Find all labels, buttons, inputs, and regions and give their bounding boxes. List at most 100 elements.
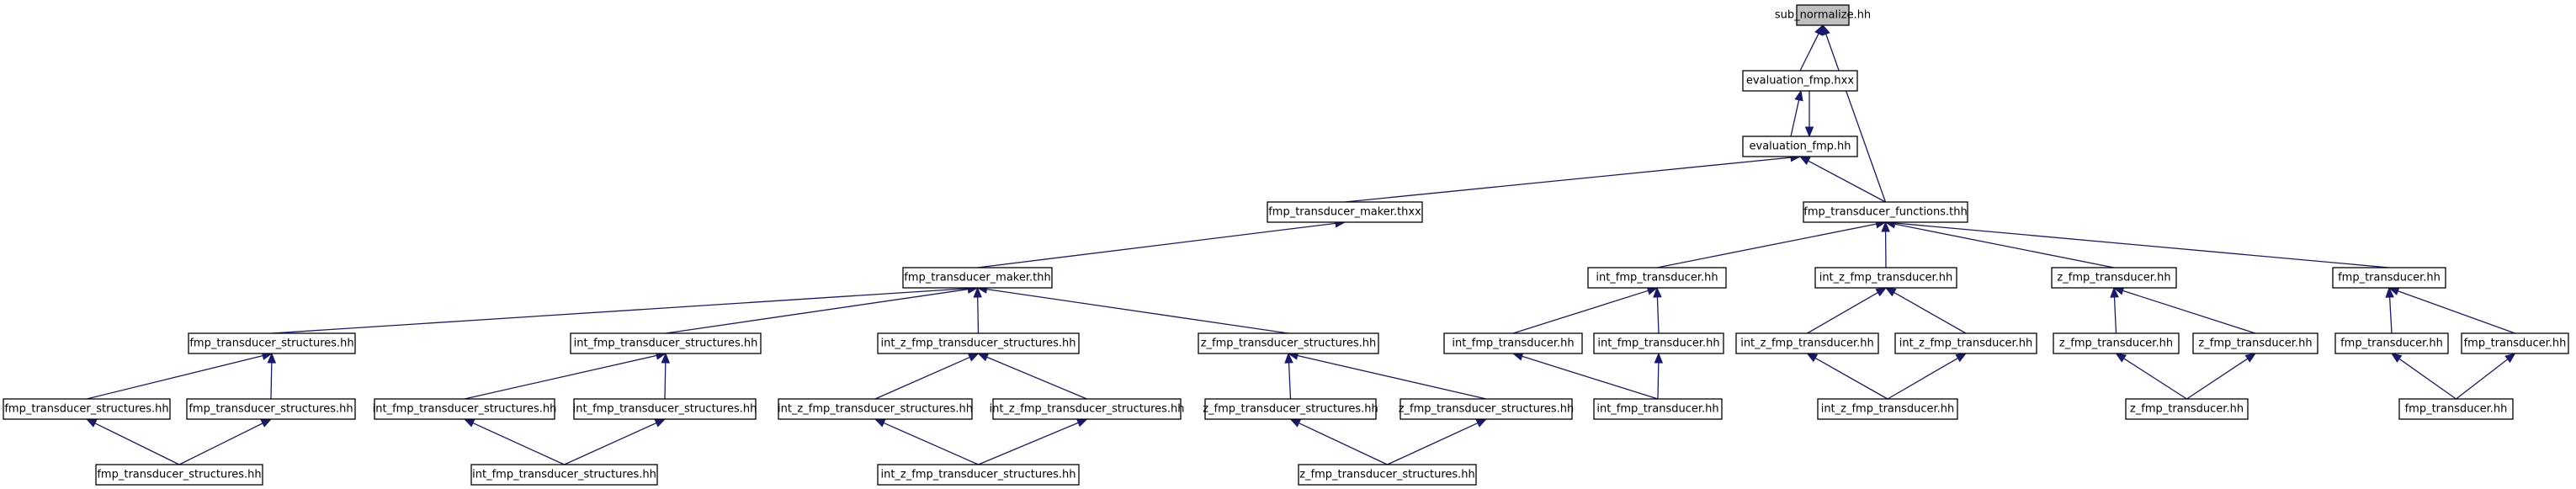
arrowhead (1076, 418, 1088, 428)
arrowhead (2244, 353, 2257, 363)
node-fmp-transducer-structures-hh[interactable]: fmp_transducer_structures.hh (95, 464, 263, 486)
node-label: int_fmp_transducer_structures.hh (472, 469, 656, 481)
node-int-fmp-transducer-structures-hh[interactable]: int_fmp_transducer_structures.hh (470, 464, 658, 486)
edge-z-fmp-transducer-structures-hh-to-z-fmp-transducer-structures-hh (1284, 352, 1293, 400)
node-fmp-transducer-structures-hh[interactable]: fmp_transducer_structures.hh (188, 332, 356, 354)
node-box (1735, 332, 1879, 354)
node-int-fmp-transducer-structures-hh[interactable]: int_fmp_transducer_structures.hh (573, 398, 757, 420)
node-fmp-transducer-hh[interactable]: fmp_transducer.hh (2461, 332, 2569, 354)
node-int-z-fmp-transducer-structures-hh[interactable]: int_z_fmp_transducer_structures.hh (778, 398, 973, 420)
node-int-fmp-transducer-hh[interactable]: int_fmp_transducer.hh (1587, 267, 1727, 289)
arrowhead (661, 352, 671, 364)
node-fmp-transducer-structures-hh[interactable]: fmp_transducer_structures.hh (3, 398, 171, 420)
node-fmp-transducer-maker-thh[interactable]: fmp_transducer_maker.thh (902, 267, 1053, 289)
node-int-z-fmp-transducer-hh[interactable]: int_z_fmp_transducer.hh (1814, 267, 1957, 289)
node-label: z_fmp_transducer_structures.hh (1201, 338, 1377, 350)
node-label: fmp_transducer_maker.thxx (1268, 206, 1421, 219)
node-label: int_z_fmp_transducer.hh (1899, 338, 2033, 350)
node-fmp-transducer-hh[interactable]: fmp_transducer.hh (2334, 332, 2449, 354)
edge-line (977, 222, 1336, 268)
node-box (2332, 267, 2446, 289)
edge-line (2456, 359, 2509, 400)
node-int-z-fmp-transducer-structures-hh[interactable]: int_z_fmp_transducer_structures.hh (877, 332, 1080, 354)
node-label: fmp_transducer_structures.hh (189, 338, 353, 350)
node-fmp-transducer-functions-thh[interactable]: fmp_transducer_functions.thh (1803, 201, 1968, 223)
node-label: int_fmp_transducer_structures.hh (573, 403, 757, 416)
node-label: int_z_fmp_transducer_structures.hh (880, 469, 1076, 481)
node-label: z_fmp_transducer_structures.hh (1399, 403, 1575, 416)
edge-fmp-transducer-structures-hh-to-fmp-transducer-structures-hh (85, 418, 180, 465)
node-box (1593, 332, 1724, 354)
edge-line (564, 422, 657, 465)
edge-z-fmp-transducer-hh-to-z-fmp-transducer-hh (2112, 286, 2256, 334)
node-z-fmp-transducer-hh[interactable]: z_fmp_transducer.hh (2125, 398, 2249, 420)
node-box (1400, 398, 1573, 420)
node-z-fmp-transducer-structures-hh[interactable]: z_fmp_transducer_structures.hh (1203, 398, 1378, 420)
node-z-fmp-transducer-structures-hh[interactable]: z_fmp_transducer_structures.hh (1399, 398, 1575, 420)
node-label: int_fmp_transducer.hh (1596, 272, 1718, 284)
node-int-fmp-transducer-hh[interactable]: int_fmp_transducer.hh (1593, 398, 1723, 420)
edge-z-fmp-transducer-structures-hh-to-z-fmp-transducer-structures-hh (1287, 351, 1487, 400)
edge-evaluation-fmp-hxx-to-evaluation-fmp-hh (1804, 91, 1814, 138)
node-label: int_z_fmp_transducer_structures.hh (880, 338, 1076, 350)
arrowhead (654, 418, 667, 428)
node-box (2192, 332, 2318, 354)
node-int-fmp-transducer-hh[interactable]: int_fmp_transducer.hh (1443, 332, 1583, 354)
node-int-z-fmp-transducer-hh[interactable]: int_z_fmp_transducer.hh (1735, 332, 1879, 354)
node-evaluation-fmp-hh[interactable]: evaluation_fmp.hh (1742, 136, 1858, 157)
node-label: int_fmp_transducer_structures.hh (373, 403, 557, 416)
node-evaluation-fmp-hxx[interactable]: evaluation_fmp.hxx (1742, 70, 1858, 92)
node-fmp-transducer-structures-hh[interactable]: fmp_transducer_structures.hh (186, 398, 356, 420)
node-int-fmp-transducer-structures-hh[interactable]: int_fmp_transducer_structures.hh (570, 332, 762, 354)
edge-line (1657, 362, 1660, 400)
node-label: fmp_transducer_functions.thh (1803, 206, 1967, 219)
node-fmp-transducer-hh[interactable]: fmp_transducer.hh (2332, 267, 2446, 289)
node-box (992, 398, 1182, 420)
edge-line (178, 423, 263, 465)
edge-line (1808, 160, 1886, 203)
arrowhead (2115, 353, 2127, 363)
node-fmp-transducer-maker-thxx[interactable]: fmp_transducer_maker.thxx (1267, 201, 1423, 223)
node-z-fmp-transducer-hh[interactable]: z_fmp_transducer.hh (2051, 267, 2177, 289)
node-z-fmp-transducer-hh[interactable]: z_fmp_transducer.hh (2192, 332, 2318, 354)
edge-line (1522, 355, 1659, 400)
edge-int-fmp-transducer-structures-hh-to-int-fmp-transducer-structures-hh (464, 351, 667, 400)
arrowhead (1881, 221, 1890, 232)
edge-line (271, 288, 969, 334)
node-int-z-fmp-transducer-hh[interactable]: int_z_fmp_transducer.hh (1894, 332, 2037, 354)
node-int-z-fmp-transducer-structures-hh[interactable]: int_z_fmp_transducer_structures.hh (989, 398, 1185, 420)
edge-int-fmp-transducer-hh-to-int-fmp-transducer-hh (1512, 286, 1659, 334)
node-label: fmp_transducer_maker.thh (904, 272, 1050, 284)
node-int-fmp-transducer-hh[interactable]: int_fmp_transducer.hh (1593, 332, 1724, 354)
edge-line (1887, 357, 1958, 400)
edge-line (977, 296, 980, 334)
node-box (877, 332, 1080, 354)
arrowhead (463, 418, 475, 428)
arrowhead (1806, 353, 1819, 363)
node-int-fmp-transducer-structures-hh[interactable]: int_fmp_transducer_structures.hh (373, 398, 557, 420)
node-int-z-fmp-transducer-structures-hh[interactable]: int_z_fmp_transducer_structures.hh (877, 464, 1080, 486)
node-box (2334, 332, 2449, 354)
node-z-fmp-transducer-structures-hh[interactable]: z_fmp_transducer_structures.hh (1298, 464, 1477, 486)
node-fmp-transducer-hh[interactable]: fmp_transducer.hh (2398, 398, 2514, 420)
edge-line (874, 356, 970, 400)
node-int-z-fmp-transducer-hh[interactable]: int_z_fmp_transducer.hh (1817, 398, 1958, 420)
node-z-fmp-transducer-hh[interactable]: z_fmp_transducer.hh (2053, 332, 2180, 354)
arrowhead (1814, 24, 1824, 36)
node-label: int_z_fmp_transducer.hh (1819, 272, 1953, 284)
arrowhead (1798, 156, 1811, 166)
edge-line (94, 423, 180, 465)
edge-int-fmp-transducer-structures-hh-to-fmp-transducer-maker-thh (665, 284, 979, 334)
node-z-fmp-transducer-structures-hh[interactable]: z_fmp_transducer_structures.hh (1198, 332, 1379, 354)
edge-evaluation-fmp-hh-to-evaluation-fmp-hxx (1790, 89, 1803, 137)
edge-line (883, 422, 979, 465)
edge-z-fmp-transducer-hh-to-z-fmp-transducer-hh (2110, 286, 2119, 334)
edge-z-fmp-transducer-hh-to-z-fmp-transducer-hh (2186, 353, 2257, 400)
arrowhead (1955, 353, 1968, 363)
node-label: int_fmp_transducer.hh (1452, 338, 1574, 350)
edge-fmp-transducer-hh-to-fmp-transducer-hh (2390, 353, 2456, 400)
arrowhead (2110, 286, 2119, 298)
edge-line (464, 354, 657, 400)
node-label: z_fmp_transducer.hh (2130, 403, 2244, 416)
